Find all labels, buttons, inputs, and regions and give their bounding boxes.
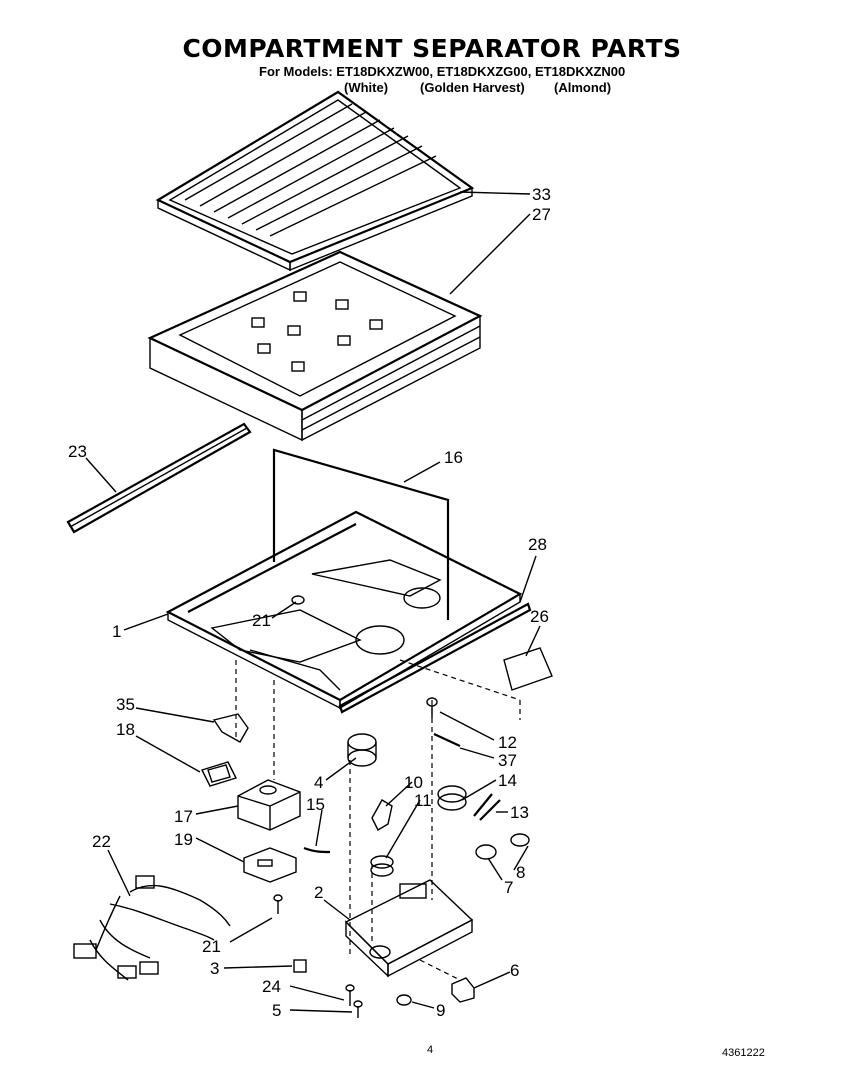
part-37-plate [433, 733, 461, 747]
callout-10: 10 [404, 773, 423, 792]
callout-26: 26 [530, 607, 549, 626]
callout-13: 13 [510, 803, 529, 822]
part-35-clip [212, 713, 249, 743]
callout-22: 22 [92, 832, 111, 851]
part-21-screw-upper [291, 595, 305, 605]
part-1-separator-panel [165, 510, 523, 710]
part-9-grommet [396, 994, 412, 1006]
callout-7: 7 [504, 878, 513, 897]
page-number: 4 [427, 1044, 434, 1056]
part-4-knob [347, 733, 377, 767]
part-7-socket [475, 844, 497, 860]
callout-35: 35 [116, 695, 135, 714]
callout-18: 18 [116, 720, 135, 739]
part-11-damper [370, 855, 394, 877]
callout-8: 8 [516, 863, 525, 882]
part-28-edge-strip [338, 602, 532, 714]
callout-24: 24 [262, 977, 281, 996]
callout-3: 3 [210, 959, 219, 978]
callout-16: 16 [444, 448, 463, 467]
callout-6: 6 [510, 961, 519, 980]
color-white: (White) [344, 80, 389, 95]
color-almond: (Almond) [554, 80, 612, 95]
callout-labels: 33 27 23 16 28 26 1 21 35 18 12 37 4 10 … [68, 185, 551, 1020]
callout-11: 11 [414, 791, 432, 810]
callout-15: 15 [306, 795, 325, 814]
part-5-screw [353, 1000, 363, 1018]
part-27-separator-frame [147, 250, 483, 442]
callout-23: 23 [68, 442, 87, 461]
part-2-housing [344, 879, 474, 978]
models-line: For Models: ET18DKXZW00, ET18DKXZG00, ET… [259, 64, 626, 79]
callout-27: 27 [532, 205, 551, 224]
part-26-insulation [503, 647, 553, 691]
callout-17: 17 [174, 807, 193, 826]
part-23-trim-strip [66, 422, 252, 534]
leader-lines [85, 191, 541, 1013]
callout-2: 2 [314, 883, 323, 902]
part-12-screw [426, 697, 438, 718]
part-15-tube [303, 846, 331, 854]
page-title: COMPARTMENT SEPARATOR PARTS [182, 34, 682, 63]
part-19-bracket [243, 847, 297, 883]
callout-14: 14 [498, 771, 517, 790]
part-8-light [510, 833, 530, 847]
part-22-wire-harness [73, 875, 231, 981]
callout-21-upper: 21 [252, 611, 271, 630]
callout-12: 12 [498, 733, 517, 752]
part-10-thermostat [371, 799, 393, 831]
callout-5: 5 [272, 1001, 281, 1020]
part-17-control-housing [237, 779, 301, 831]
part-6-connector [451, 977, 475, 1003]
callout-21-lower: 21 [202, 937, 221, 956]
callout-1: 1 [112, 622, 121, 641]
part-14-bushing [437, 785, 467, 811]
part-21-screw-lower [273, 894, 283, 914]
callout-9: 9 [436, 1001, 445, 1020]
part-18-gasket [201, 761, 237, 787]
callout-4: 4 [314, 773, 323, 792]
color-golden-harvest: (Golden Harvest) [420, 80, 525, 95]
part-24-screw [345, 984, 355, 1006]
callout-28: 28 [528, 535, 547, 554]
callout-33: 33 [532, 185, 551, 204]
callout-19: 19 [174, 830, 193, 849]
part-13-rod [473, 793, 501, 821]
assembly-guide-lines [235, 659, 521, 981]
callout-37: 37 [498, 751, 517, 770]
part-16-heater-wire [272, 448, 450, 620]
document-number: 4361222 [722, 1047, 765, 1059]
part-3-clip [293, 959, 307, 973]
part-33-grille-cover [155, 90, 475, 272]
